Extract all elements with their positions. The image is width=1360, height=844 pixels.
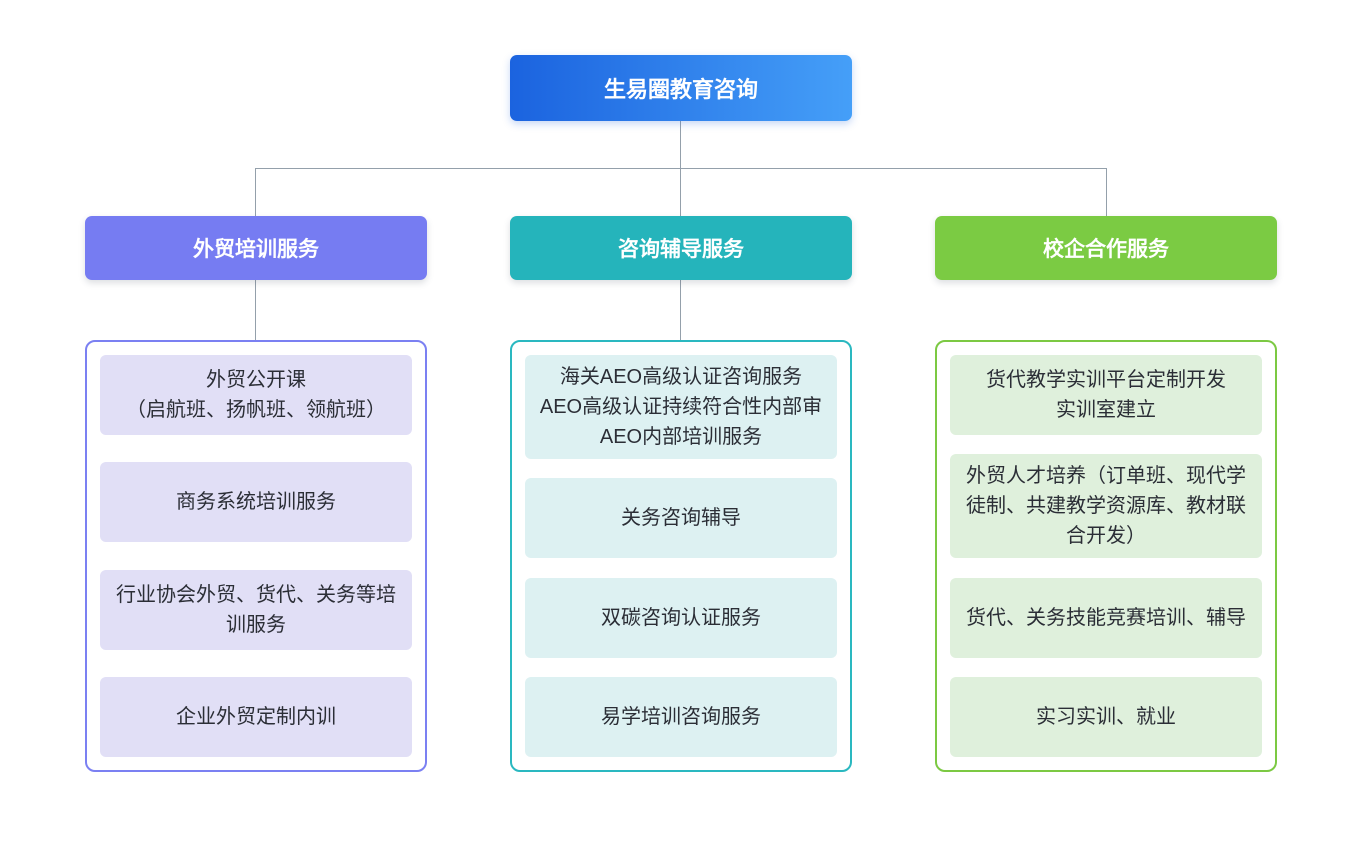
service-item: 海关AEO高级认证咨询服务 AEO高级认证持续符合性内部审 AEO内部培训服务 bbox=[525, 355, 837, 459]
connector-trunk-horizontal bbox=[255, 168, 1107, 169]
branch-panel-trade-training: 外贸公开课 （启航班、扬帆班、领航班） 商务系统培训服务 行业协会外贸、货代、关… bbox=[85, 340, 427, 772]
branch-panel-consulting: 海关AEO高级认证咨询服务 AEO高级认证持续符合性内部审 AEO内部培训服务 … bbox=[510, 340, 852, 772]
root-node: 生易圈教育咨询 bbox=[510, 55, 852, 121]
branch-panel-school-enterprise: 货代教学实训平台定制开发 实训室建立 外贸人才培养（订单班、现代学 徒制、共建教… bbox=[935, 340, 1277, 772]
connector-header-panel-left bbox=[255, 280, 256, 340]
service-item: 关务咨询辅导 bbox=[525, 478, 837, 559]
connector-root-vertical bbox=[680, 121, 681, 168]
branch-header-consulting: 咨询辅导服务 bbox=[510, 216, 852, 280]
service-item: 商务系统培训服务 bbox=[100, 462, 412, 543]
connector-drop-left bbox=[255, 168, 256, 216]
branch-header-trade-training: 外贸培训服务 bbox=[85, 216, 427, 280]
service-item: 外贸公开课 （启航班、扬帆班、领航班） bbox=[100, 355, 412, 435]
service-item: 双碳咨询认证服务 bbox=[525, 577, 837, 658]
service-item: 外贸人才培养（订单班、现代学 徒制、共建教学资源库、教材联 合开发） bbox=[950, 454, 1262, 559]
service-item: 企业外贸定制内训 bbox=[100, 676, 412, 757]
connector-drop-middle bbox=[680, 168, 681, 216]
connector-header-panel-middle bbox=[680, 280, 681, 340]
service-item: 实习实训、就业 bbox=[950, 676, 1262, 757]
service-item: 易学培训咨询服务 bbox=[525, 676, 837, 757]
branch-header-school-enterprise: 校企合作服务 bbox=[935, 216, 1277, 280]
service-item: 货代、关务技能竞赛培训、辅导 bbox=[950, 577, 1262, 658]
service-item: 货代教学实训平台定制开发 实训室建立 bbox=[950, 355, 1262, 435]
service-item: 行业协会外贸、货代、关务等培 训服务 bbox=[100, 569, 412, 650]
connector-drop-right bbox=[1106, 168, 1107, 216]
